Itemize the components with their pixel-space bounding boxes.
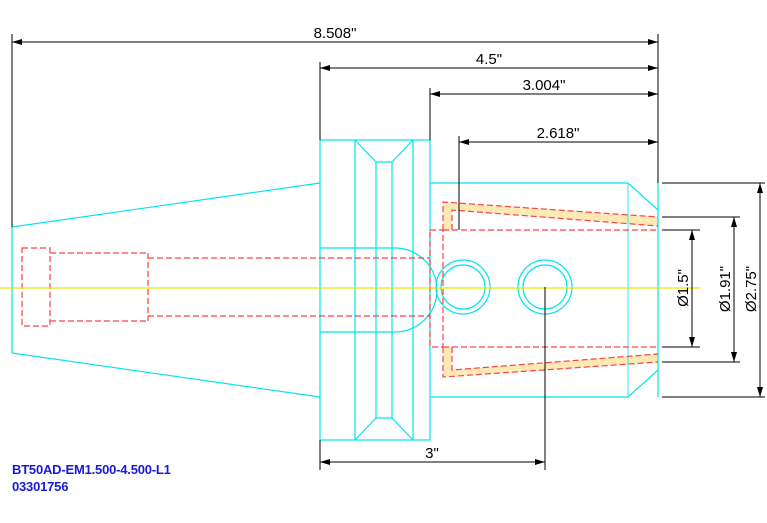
holder-outline (11, 139, 659, 441)
overall-length-dimension: 8.508" (314, 25, 357, 42)
part-model-label: BT50AD-EM1.500-4.500-L1 (12, 462, 171, 477)
bore-depth-dimension: 3.004" (523, 77, 566, 94)
hidden-lines (21, 201, 659, 378)
arrowheads (12, 39, 763, 465)
gauge-to-end-dimension: 4.5" (476, 51, 502, 68)
dimension-lines (11, 34, 765, 470)
taper-depth-dimension: 2.618" (537, 125, 580, 142)
bore-diameter-dimension: Ø1.5" (675, 269, 692, 307)
nose-diameter-dimension: Ø2.75" (743, 266, 760, 312)
screw-position-dimension: 3" (425, 445, 439, 462)
part-number-label: 03301756 (12, 479, 69, 494)
taper-highlight (443, 202, 658, 377)
taper-diameter-dimension: Ø1.91" (717, 266, 734, 312)
